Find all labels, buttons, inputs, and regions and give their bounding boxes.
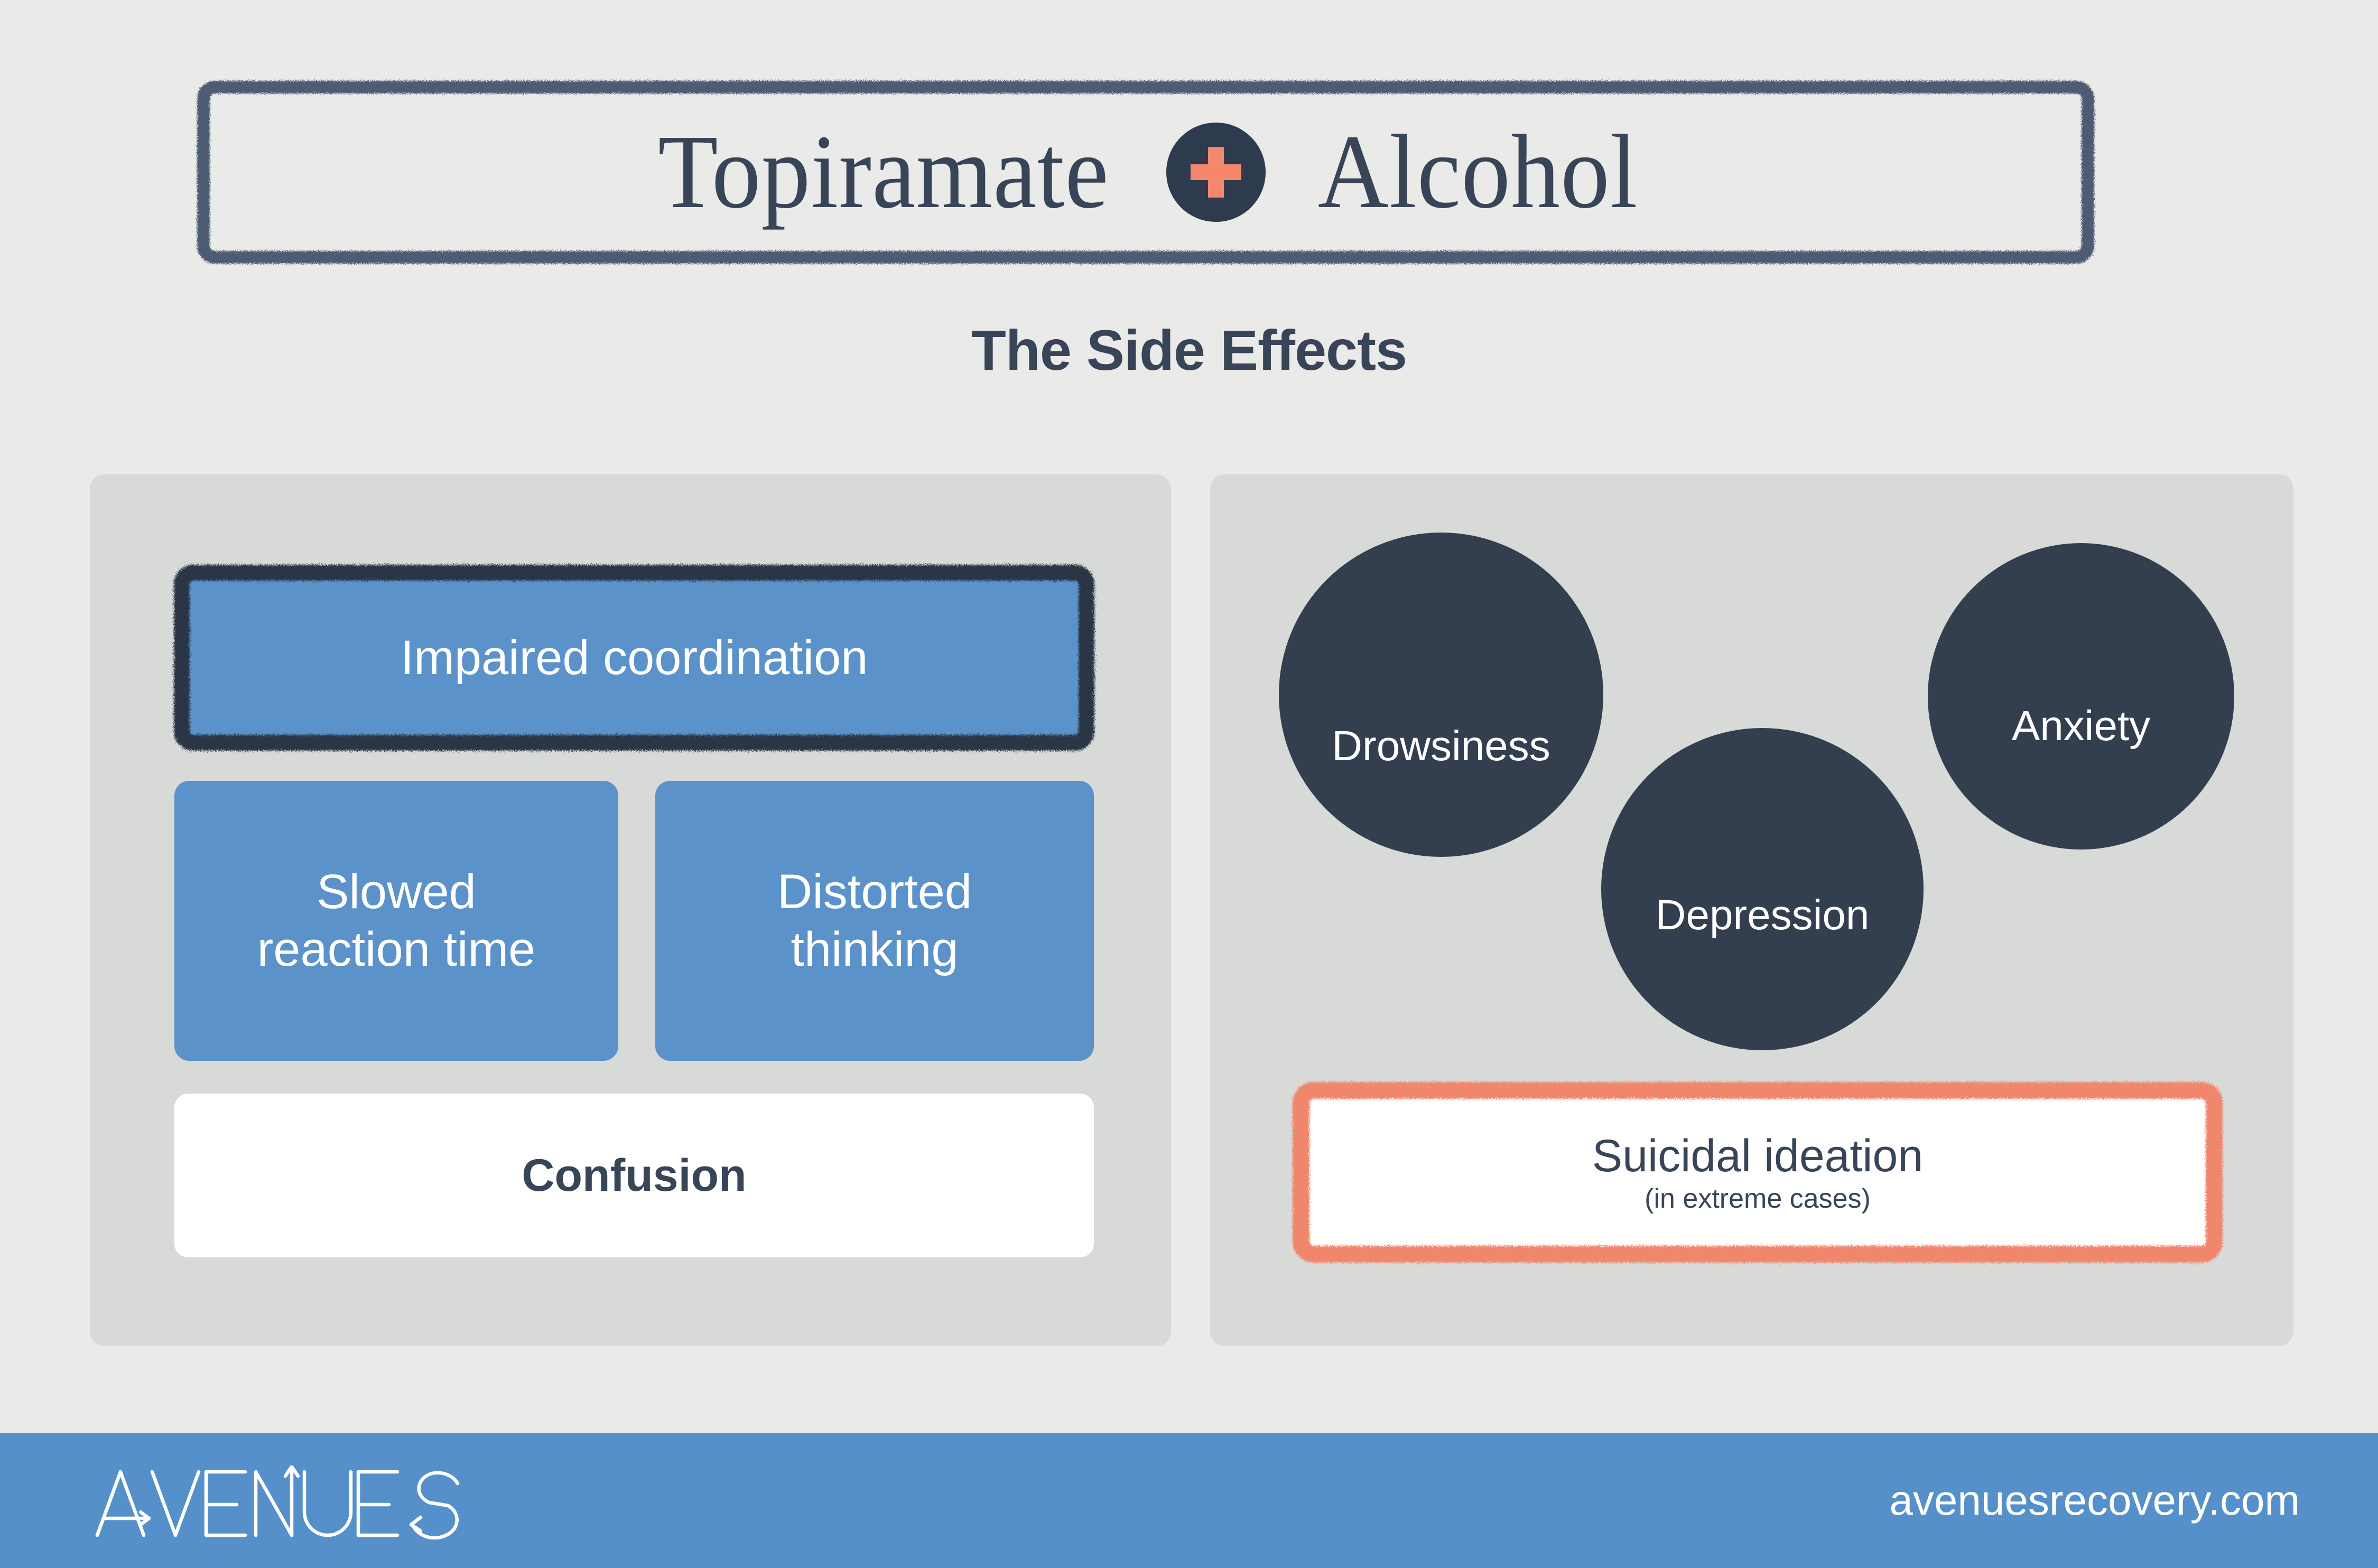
circle-drowsiness-label: Drowsiness	[1332, 722, 1550, 769]
warning-sketch-border	[1293, 1082, 2223, 1263]
highlight-sketch-border	[174, 565, 1094, 751]
footer-website-url[interactable]: avenuesrecovery.com	[1889, 1477, 2300, 1524]
card-suicidal-ideation-note: (in extreme cases)	[1645, 1183, 1871, 1215]
card-impaired-coordination-label: Impaired coordination	[400, 630, 868, 685]
title-word-drug: Topiramate	[658, 114, 1110, 230]
card-slowed-reaction-time-line1: Slowed	[317, 865, 476, 919]
circle-depression-label: Depression	[1655, 891, 1870, 938]
circle-drowsiness: Drowsiness	[1279, 533, 1603, 857]
title-frame-sketch-border	[197, 81, 2094, 264]
title-banner: Topiramate Alcohol	[197, 80, 2095, 264]
card-confusion: Confusion	[174, 1094, 1094, 1257]
circle-anxiety-label: Anxiety	[2011, 702, 2151, 749]
card-impaired-coordination-body: Impaired coordination	[186, 577, 1082, 739]
plus-icon-vertical-bar	[1208, 147, 1224, 198]
card-slowed-reaction-time-line2: reaction time	[257, 922, 536, 976]
page-subtitle: The Side Effects	[971, 318, 1407, 382]
title-row: Topiramate Alcohol	[197, 80, 2095, 264]
circle-anxiety: Anxiety	[1928, 543, 2234, 850]
card-suicidal-ideation-body: Suicidal ideation (in extreme cases)	[1305, 1095, 2210, 1250]
title-word-substance: Alcohol	[1318, 114, 1638, 230]
circle-depression: Depression	[1601, 728, 1924, 1050]
card-impaired-coordination: Impaired coordination	[174, 565, 1094, 751]
plus-icon	[1166, 123, 1266, 222]
card-confusion-label: Confusion	[522, 1150, 747, 1201]
card-suicidal-ideation: Suicidal ideation (in extreme cases)	[1293, 1082, 2223, 1263]
card-suicidal-ideation-label: Suicidal ideation	[1592, 1130, 1924, 1181]
footer-bar: avenuesrecovery.com	[0, 1433, 2378, 1568]
avenues-logo-icon	[95, 1466, 460, 1539]
card-distorted-thinking-line1: Distorted	[777, 865, 972, 919]
card-distorted-thinking-line2: thinking	[791, 922, 959, 976]
